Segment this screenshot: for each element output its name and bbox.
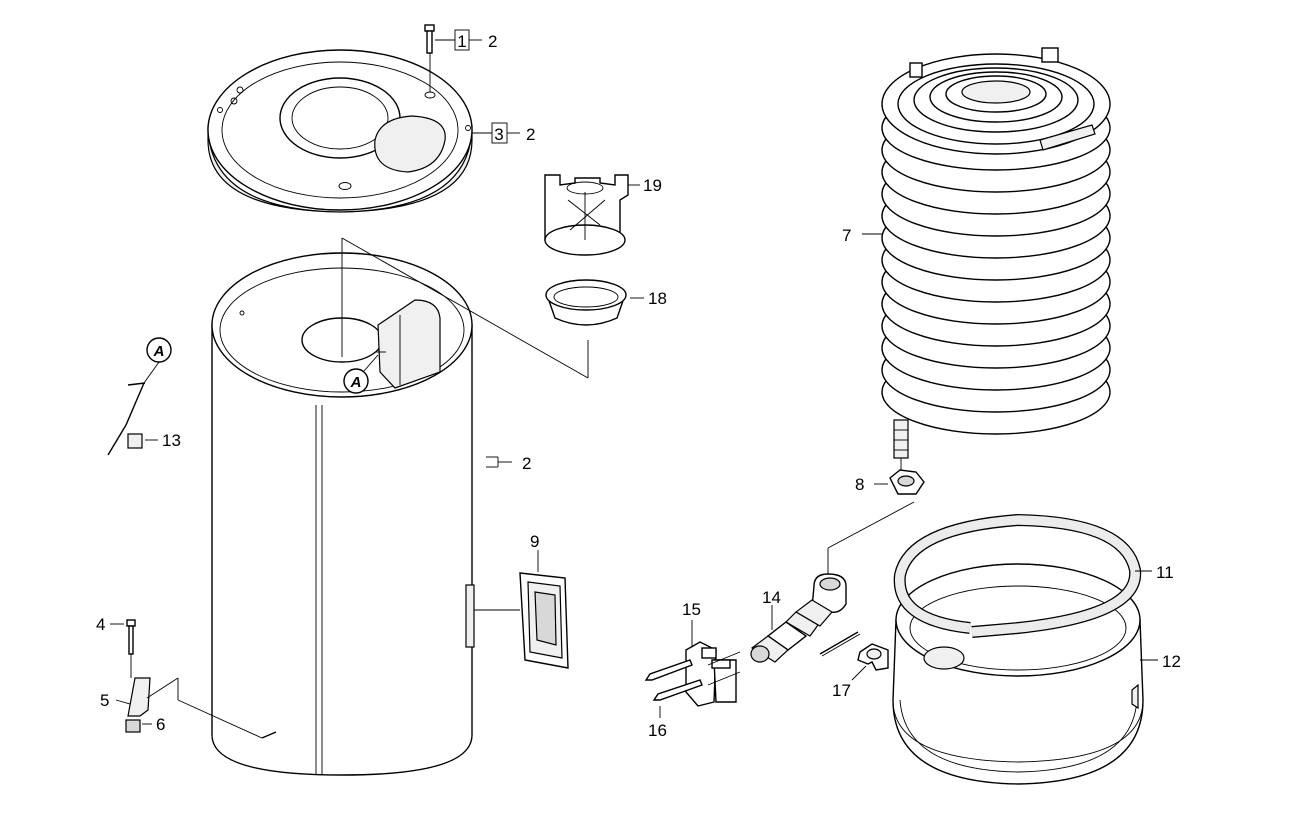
part-5-bracket: 5 xyxy=(100,677,263,739)
label-5: 5 xyxy=(100,691,109,710)
part-15-bracket: 15 xyxy=(682,600,737,707)
label-11: 11 xyxy=(1156,563,1174,582)
label-4: 4 xyxy=(96,615,105,634)
part-8-nut: 8 xyxy=(827,469,925,574)
svg-text:A: A xyxy=(350,374,362,391)
label-2: 2 xyxy=(488,32,497,51)
label-14: 14 xyxy=(762,588,781,607)
label-13: 13 xyxy=(162,431,181,450)
callout-1: 1 2 xyxy=(435,29,497,51)
screw-part-1 xyxy=(424,24,435,92)
part-18-ring: 18 xyxy=(545,279,667,326)
part-16-screws: 16 xyxy=(644,651,741,740)
callout-3: 3 2 xyxy=(472,122,535,144)
marker-a-tank: A xyxy=(343,351,386,394)
part-12-base: 12 xyxy=(892,563,1181,785)
tank-body xyxy=(211,237,589,776)
part-17-clip: 17 xyxy=(832,643,889,700)
part-19-clip: 19 xyxy=(544,174,662,256)
label-16: 16 xyxy=(648,721,667,740)
part-4-screw: 4 xyxy=(96,615,136,678)
label-9: 9 xyxy=(530,532,539,551)
part-13-sensor: 13 xyxy=(107,361,181,456)
label-18: 18 xyxy=(648,289,667,308)
label-2c: 2 xyxy=(522,454,531,473)
label-17: 17 xyxy=(832,681,851,700)
label-8: 8 xyxy=(855,475,864,494)
part-7-coil: 7 xyxy=(842,47,1111,470)
label-7: 7 xyxy=(842,226,851,245)
label-15: 15 xyxy=(682,600,701,619)
label-1: 1 xyxy=(457,32,466,51)
svg-text:A: A xyxy=(153,343,165,360)
callout-2-tank: 2 xyxy=(486,454,531,473)
label-12: 12 xyxy=(1162,652,1181,671)
label-2b: 2 xyxy=(526,125,535,144)
part-6-nut: 6 xyxy=(125,715,165,734)
part-9-filter: 9 xyxy=(474,532,569,669)
marker-a-left: A xyxy=(146,337,172,363)
label-6: 6 xyxy=(156,715,165,734)
label-19: 19 xyxy=(643,176,662,195)
top-lid xyxy=(207,49,473,213)
part-14-fitting: 14 xyxy=(750,573,861,663)
part-11-seal: 11 xyxy=(893,513,1174,638)
label-3: 3 xyxy=(494,125,503,144)
